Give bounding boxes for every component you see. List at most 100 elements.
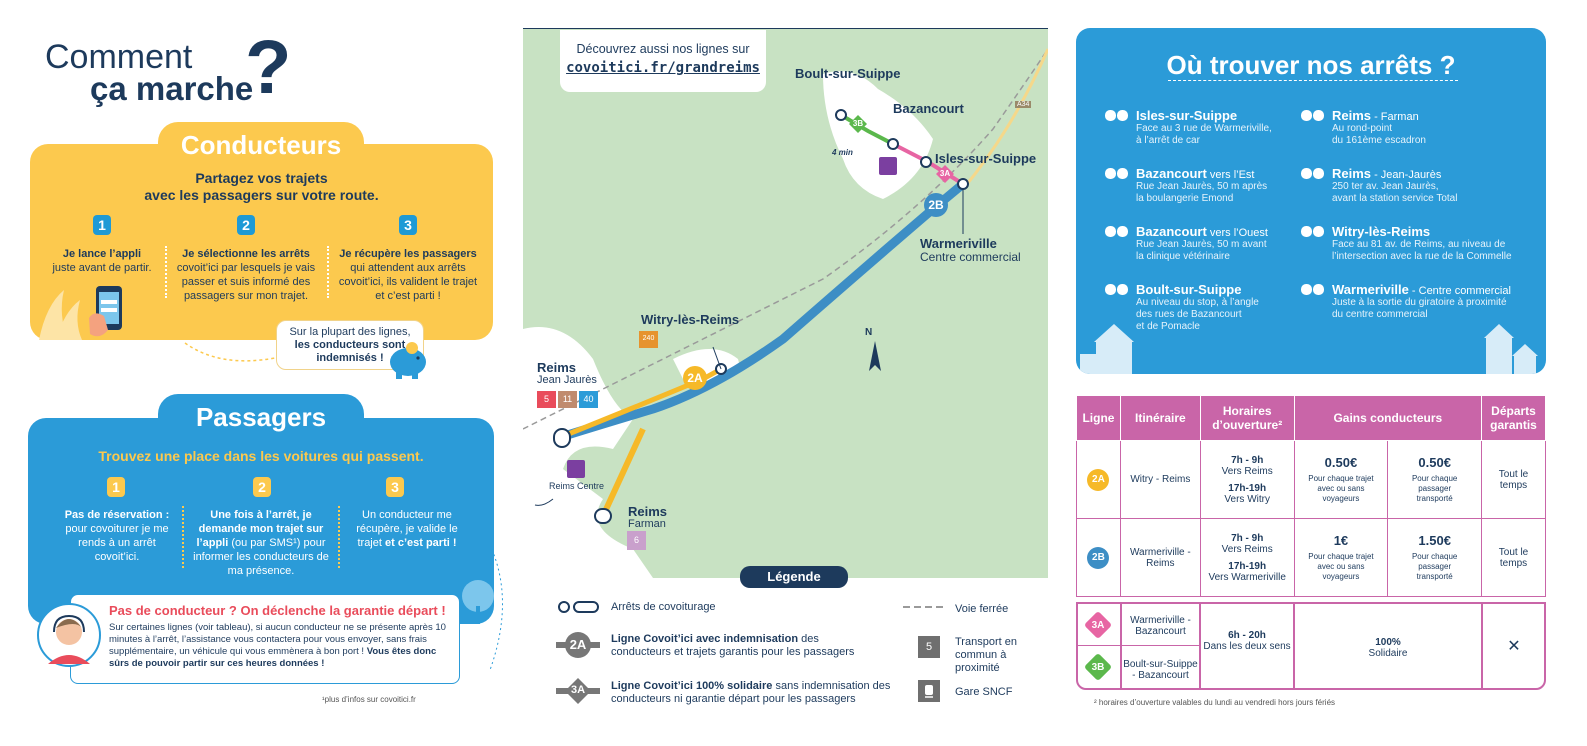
label-warmeriville: Warmeriville [920,236,997,251]
stop-name-extra: - Farman [1371,111,1419,123]
label-witry: Witry-lès-Reims [641,312,740,327]
transit-40-box [579,391,598,408]
stop-boult [835,109,847,121]
transit-6-label: 6 [633,535,639,545]
legend-solidarity-bold: Ligne Covoit’ici 100% solidaire [611,680,773,692]
passengers-step3-text: Un conducteur me récupère, je valide le … [348,508,466,550]
phone-hand-illustration [39,286,122,340]
stops-title: Où trouver nos arrêts ? [1166,50,1456,80]
legend-solidarity-line-text: Ligne Covoit’ici 100% solidaire sans ind… [611,680,891,706]
stop-name-main: Bazancourt [1136,224,1207,239]
label-reims-farman: Reims [628,504,668,519]
gain-passenger-cell: 1.50€Pour chaque passager transporté [1387,518,1483,597]
legend-stops-text: Arrêts de covoiturage [611,601,716,613]
label-reims-farman-sub: Farman [628,518,666,530]
passengers-step2-text: Une fois à l’arrêt, je demande mon traje… [192,508,330,578]
line-cell: 2A [1076,440,1121,519]
stop-item: Isles-sur-Suippe Face au 3 rue de Warmer… [1104,108,1294,166]
departure-guarantee-box: Pas de conducteur ? On déclenche la gara… [70,594,460,684]
guarantee-text: Sur certaines lignes (voir tableau), si … [109,622,449,670]
stop-name: Reims - Jean-Jaurès [1332,166,1540,181]
stop-name-main: Boult-sur-Suippe [1136,282,1242,297]
stops-title-underline [1168,80,1458,81]
drivers-step3-number: 3 [399,215,417,235]
line-2a-branch [600,427,646,518]
legend-stop-icon [558,601,599,613]
dotted-curve-decoration [489,544,503,671]
transit-240-label: 240 [642,335,655,342]
badge-2b-label: 2B [928,198,944,212]
discover-url-link[interactable]: covoitici.fr/grandreims [566,60,760,76]
passengers-step2-number: 2 [253,477,271,497]
stop-desc: Juste à la sortie du giratoire à proximi… [1332,297,1507,320]
station-reims-centre-icon [567,460,585,478]
stop-marker-icon [1301,284,1324,295]
drivers-step3-detail: qui attendent aux arrêts covoit’ici, ils… [338,262,478,302]
no-guarantee-icon: ✕ [1507,638,1521,655]
passengers-step2-detail: (ou par SMS¹) pour informer les conducte… [193,537,329,577]
line-2a-badge: 2A [1087,468,1110,491]
page-title-line1: Comment [45,38,193,76]
line-2b-badge [924,193,948,217]
badge-3b-label: 3B [852,119,864,128]
stop-list-left: Isles-sur-Suippe Face au 3 rue de Warmer… [1104,108,1294,340]
drivers-tab: Conducteurs [158,122,364,170]
label-road-a34: A34 [1015,101,1032,108]
passengers-step3-detail: Un conducteur me récupère, je valide le … [356,509,458,549]
discover-text: Découvrez aussi nos lignes sur [576,42,750,56]
stop-marker-icon [1105,168,1128,179]
legend-rail-icon [903,606,943,608]
passengers-heading: Passagers [195,402,327,432]
legend-solidarity-detail: sans indemnisation des conducteurs ni ga… [611,680,891,705]
solidarity-col-divider-3 [1293,602,1295,690]
passengers-step1-bold: Pas de réservation : [64,509,170,521]
line-3a-badge [936,165,954,183]
piggy-bank-icon [390,342,426,379]
line-3b-route [839,113,894,146]
drivers-step3-bold: Je récupère les passagers [339,248,477,260]
transit-6-box [627,531,646,550]
departure-cell: Tout le temps [1481,440,1546,519]
passengers-step1-text: Pas de réservation : pour covoiturer je … [58,508,176,564]
stop-desc: Face au 3 rue de Warmeriville,à l’arrêt … [1136,123,1272,146]
stop-reims-farman [594,508,612,524]
drivers-subtitle-line1: Partagez vos trajets [195,170,328,186]
line-2b-badge: 2B [1087,546,1110,569]
stop-name: Bazancourt vers l’Est [1136,166,1294,181]
label-reims-centre: Reims Centre [549,481,605,491]
drivers-step1-bold: Je lance l’appli [62,248,142,260]
badge-3a-label: 3A [939,169,951,178]
passengers-step1-number: 1 [107,477,125,497]
solidarity-lines-block [1076,602,1546,690]
legend-2a-icon [556,632,600,658]
label-isles: Isles-sur-Suippe [935,151,1037,166]
route-map[interactable]: Boult-sur-Suippe Bazancourt Isles-sur-Su… [523,28,1048,578]
stop-item: Reims - Jean-Jaurès 250 ter av. Jean Jau… [1300,166,1540,224]
line-2b-route [556,179,968,442]
page-title-question-mark: ? [245,25,292,110]
legend-3a-badge: 3A [570,684,586,696]
line-2a-badge [683,366,707,390]
drivers-step2-bold: Je sélectionne les arrêts [182,248,310,260]
solidarity-col-divider-2 [1199,602,1201,690]
solidarity-row-divider [1076,645,1200,646]
stop-name-extra: - Centre commercial [1408,285,1511,297]
stop-name: Reims - Farman [1332,108,1540,123]
stop-desc: 250 ter av. Jean Jaurès,avant la station… [1332,181,1458,204]
stop-name: Witry-lès-Reims [1332,224,1540,239]
departure-cell: Tout le temps [1481,518,1546,597]
stop-name-extra: vers l’Ouest [1206,227,1268,239]
passengers-step2-bold: Une fois à l’arrêt, je demande mon traje… [196,509,324,549]
railway-line [523,48,1048,430]
line-3b-badge [849,115,867,133]
drivers-compensation-bubble: Sur la plupart des lignes, les conducteu… [276,320,424,370]
stop-bazancourt [887,138,899,150]
